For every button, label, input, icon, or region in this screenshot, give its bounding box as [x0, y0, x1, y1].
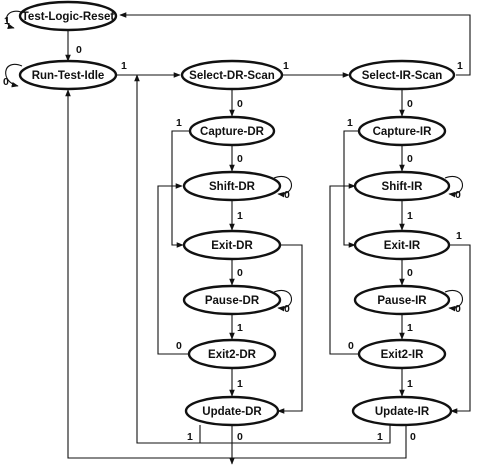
- state-label: Capture-DR: [200, 126, 265, 138]
- label-shir-to-e1ir: 1: [407, 210, 413, 222]
- arrow-rti-self: [5, 63, 23, 88]
- label-sir-to-tlr: 1: [457, 60, 463, 72]
- label-e2dr-to-udr: 1: [237, 378, 243, 390]
- label-shdr-to-e1dr: 1: [237, 210, 243, 222]
- transition-arrows: [5, 10, 471, 465]
- label-shdr-self: 0: [284, 189, 290, 201]
- state-exit-dr: Exit-DR: [182, 229, 282, 261]
- state-label: Select-DR-Scan: [189, 70, 275, 82]
- label-cir-to-shir: 0: [407, 153, 413, 165]
- state-update-ir: Update-IR: [351, 395, 453, 427]
- state-label: Update-DR: [202, 406, 262, 418]
- state-capture-dr: Capture-DR: [188, 115, 276, 147]
- state-label: Exit-DR: [211, 240, 253, 252]
- state-run-test-idle: Run-Test-Idle: [18, 59, 118, 91]
- state-label: Exit-IR: [384, 240, 421, 252]
- state-capture-ir: Capture-IR: [357, 115, 447, 147]
- label-udr-to-rti: 0: [237, 431, 243, 443]
- label-e2ir-to-shir: 0: [348, 340, 354, 352]
- arrow-shdr-self: [273, 175, 293, 198]
- arrow-e1ir-to-uir: [447, 244, 471, 414]
- state-label: Run-Test-Idle: [32, 70, 105, 82]
- arrow-cdr-to-e1dr: [171, 130, 190, 248]
- state-exit2-dr: Exit2-DR: [187, 338, 277, 370]
- label-cdr-to-e1dr: 1: [176, 117, 182, 129]
- state-shift-ir: Shift-IR: [353, 170, 451, 202]
- label-e1ir-to-pir: 0: [407, 267, 413, 279]
- state-pause-ir: Pause-IR: [353, 284, 451, 316]
- state-label: Pause-IR: [377, 295, 427, 307]
- label-e2ir-to-uir: 1: [407, 378, 413, 390]
- label-udr-to-sdr: 1: [187, 431, 193, 443]
- state-update-dr: Update-DR: [184, 395, 280, 427]
- arrow-uir-to-rti: [65, 89, 407, 459]
- label-cir-to-e1ir: 1: [347, 117, 353, 129]
- arrow-e1dr-to-udr: [275, 244, 303, 414]
- label-sir-to-cir: 0: [407, 98, 413, 110]
- state-label: Exit2-DR: [208, 349, 257, 361]
- state-pause-dr: Pause-DR: [182, 284, 282, 316]
- label-pdr-self: 0: [284, 303, 290, 315]
- arrow-uir-to-sdr: [200, 425, 391, 444]
- label-rti-to-sdr: 1: [121, 60, 127, 72]
- arrow-sir-to-tlr: [119, 12, 471, 76]
- state-label: Exit2-IR: [381, 349, 425, 361]
- label-e1dr-to-pdr: 0: [237, 267, 243, 279]
- state-label: Select-IR-Scan: [362, 70, 443, 82]
- state-label: Capture-IR: [373, 126, 432, 138]
- state-exit-ir: Exit-IR: [353, 229, 451, 261]
- label-tlr-to-rti: 0: [76, 44, 82, 56]
- transition-labels: 1 0 0 1 1 1 0 1 0 0 1 0 0 1 0 1 1 0 0 1 …: [3, 15, 463, 443]
- label-shir-self: 0: [455, 189, 461, 201]
- state-test-logic-reset: Test-Logic-Reset: [18, 0, 118, 32]
- label-e2dr-to-shdr: 0: [176, 340, 182, 352]
- state-label: Shift-IR: [382, 181, 424, 193]
- label-tlr-self: 1: [4, 15, 10, 27]
- label-sdr-to-sir: 1: [283, 60, 289, 72]
- label-sdr-to-cdr: 0: [237, 98, 243, 110]
- state-label: Shift-DR: [209, 181, 256, 193]
- arrow-e2ir-to-shir: [329, 183, 359, 355]
- state-select-dr-scan: Select-DR-Scan: [180, 59, 284, 91]
- arrow-cir-to-e1ir: [343, 130, 359, 248]
- arrow-pdr-self: [273, 289, 293, 312]
- state-shift-dr: Shift-DR: [182, 170, 282, 202]
- label-e1ir-to-uir: 1: [456, 230, 462, 242]
- label-uir-to-sdr: 1: [377, 431, 383, 443]
- label-uir-to-rti: 0: [410, 431, 416, 443]
- label-pir-to-e2ir: 1: [407, 322, 413, 334]
- arrow-e2dr-to-shdr: [157, 183, 189, 355]
- arrow-pir-self: [444, 289, 464, 312]
- state-exit2-ir: Exit2-IR: [357, 338, 447, 370]
- state-label: Test-Logic-Reset: [22, 11, 115, 23]
- label-rti-self: 0: [3, 76, 9, 88]
- label-pdr-to-e2dr: 1: [237, 322, 243, 334]
- label-cdr-to-shdr: 0: [237, 153, 243, 165]
- label-pir-self: 0: [455, 303, 461, 315]
- arrow-udr-to-sdr: [134, 74, 201, 444]
- state-select-ir-scan: Select-IR-Scan: [348, 59, 456, 91]
- arrow-shir-self: [444, 175, 464, 198]
- state-label: Update-IR: [375, 406, 430, 418]
- state-label: Pause-DR: [205, 295, 260, 307]
